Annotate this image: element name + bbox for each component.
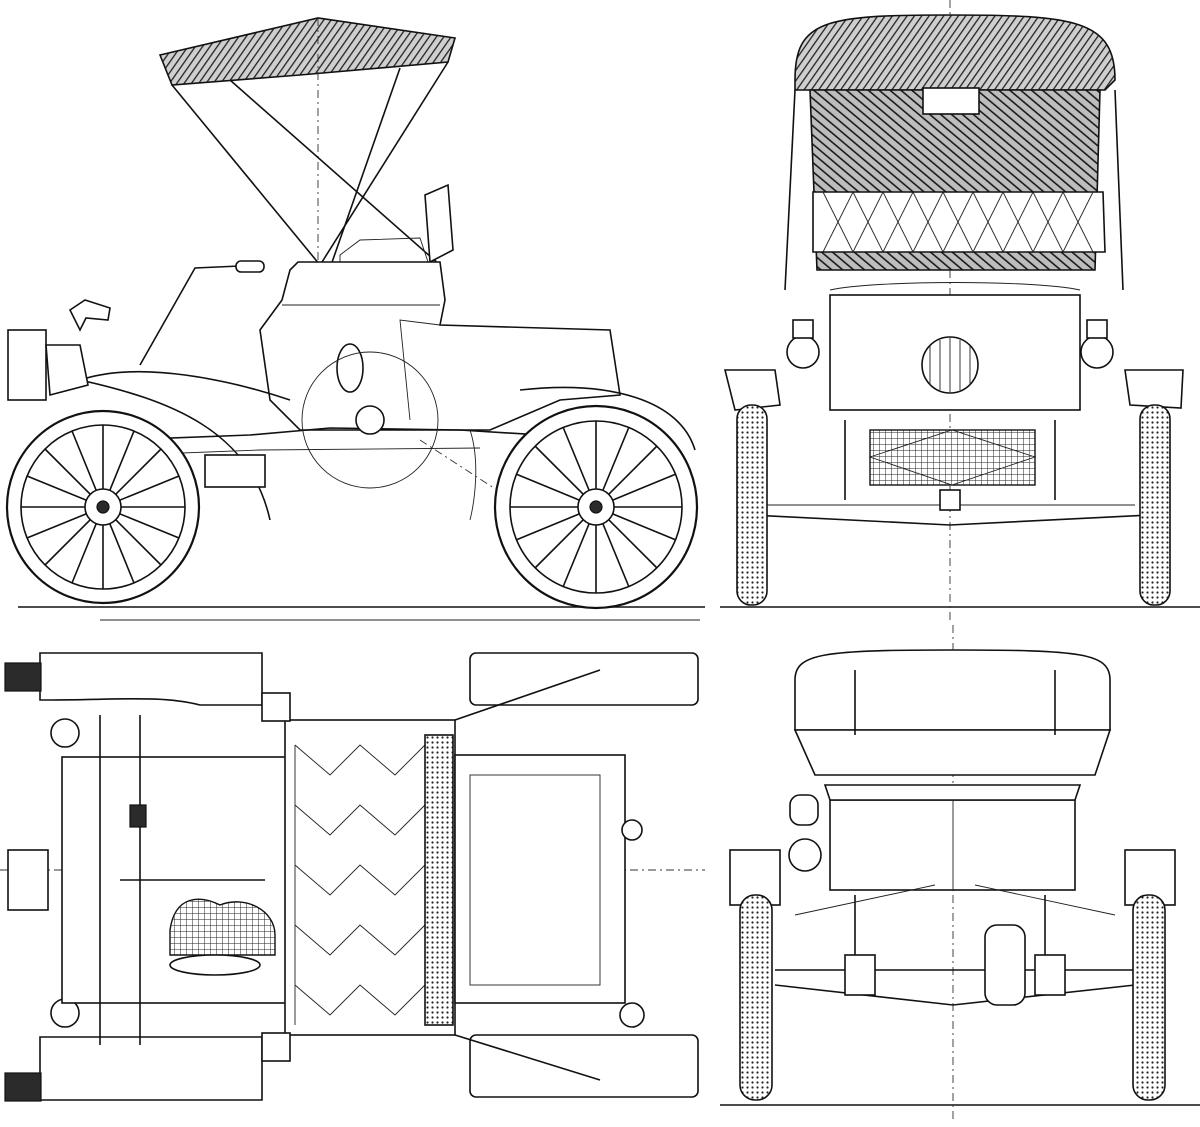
center-lamp-top	[7, 849, 49, 911]
lamp-bracket	[45, 344, 89, 397]
rear-wheel	[493, 404, 699, 610]
front-wheel	[5, 409, 201, 605]
front-left-tire-top	[4, 662, 42, 692]
right-side-lamp	[1080, 319, 1114, 369]
front-right-tire-top	[4, 1072, 42, 1102]
spring-box	[204, 454, 266, 488]
front-left-fender	[39, 652, 263, 706]
left-side-lamp	[786, 319, 820, 369]
canopy-struts	[171, 61, 449, 269]
canopy-front	[794, 14, 1116, 91]
rear-left-fender	[469, 652, 699, 706]
tail-lamp	[788, 838, 822, 872]
seat-back-top	[424, 734, 454, 1026]
rear-right-fender	[469, 1034, 699, 1098]
step-left	[261, 692, 291, 722]
folded-canopy	[794, 649, 1111, 731]
chain-line	[419, 439, 521, 506]
left-rear-tire	[739, 894, 773, 1101]
right-rear-tire	[1132, 894, 1166, 1101]
left-fender	[723, 369, 781, 411]
side-panel-oval	[336, 343, 364, 393]
radiator-grille	[869, 429, 1036, 486]
tiller-handle	[235, 260, 265, 273]
headlamp-side	[7, 329, 47, 401]
rear-fender-arc	[519, 386, 696, 451]
rear-elevation-view	[705, 625, 1200, 1127]
front-right-fender	[39, 1036, 263, 1101]
steering-tiller	[139, 265, 241, 366]
plan-view	[0, 625, 705, 1127]
engine-cutaway	[169, 898, 276, 956]
tufted-seat	[812, 191, 1106, 253]
seat-tufting	[822, 190, 1094, 254]
lamp-left-top	[50, 718, 80, 748]
step-right	[261, 1032, 291, 1062]
rear-window	[922, 87, 980, 115]
seat-back	[424, 183, 454, 264]
front-axle	[749, 514, 1151, 526]
canopy-top	[158, 17, 457, 86]
right-front-tire	[1139, 404, 1171, 606]
front-fender-top	[79, 370, 291, 401]
front-fender-arc	[79, 379, 271, 521]
differential	[984, 924, 1026, 1006]
rear-body-panel	[829, 799, 1076, 891]
front-elevation-view	[705, 0, 1200, 625]
body-shell	[259, 261, 621, 431]
rear-deck	[454, 754, 626, 1004]
right-fender	[1124, 369, 1184, 409]
horn	[68, 299, 111, 332]
flywheel	[301, 351, 439, 489]
left-front-tire	[736, 404, 768, 606]
side-elevation-view	[0, 0, 705, 625]
chassis-frame	[119, 427, 591, 441]
